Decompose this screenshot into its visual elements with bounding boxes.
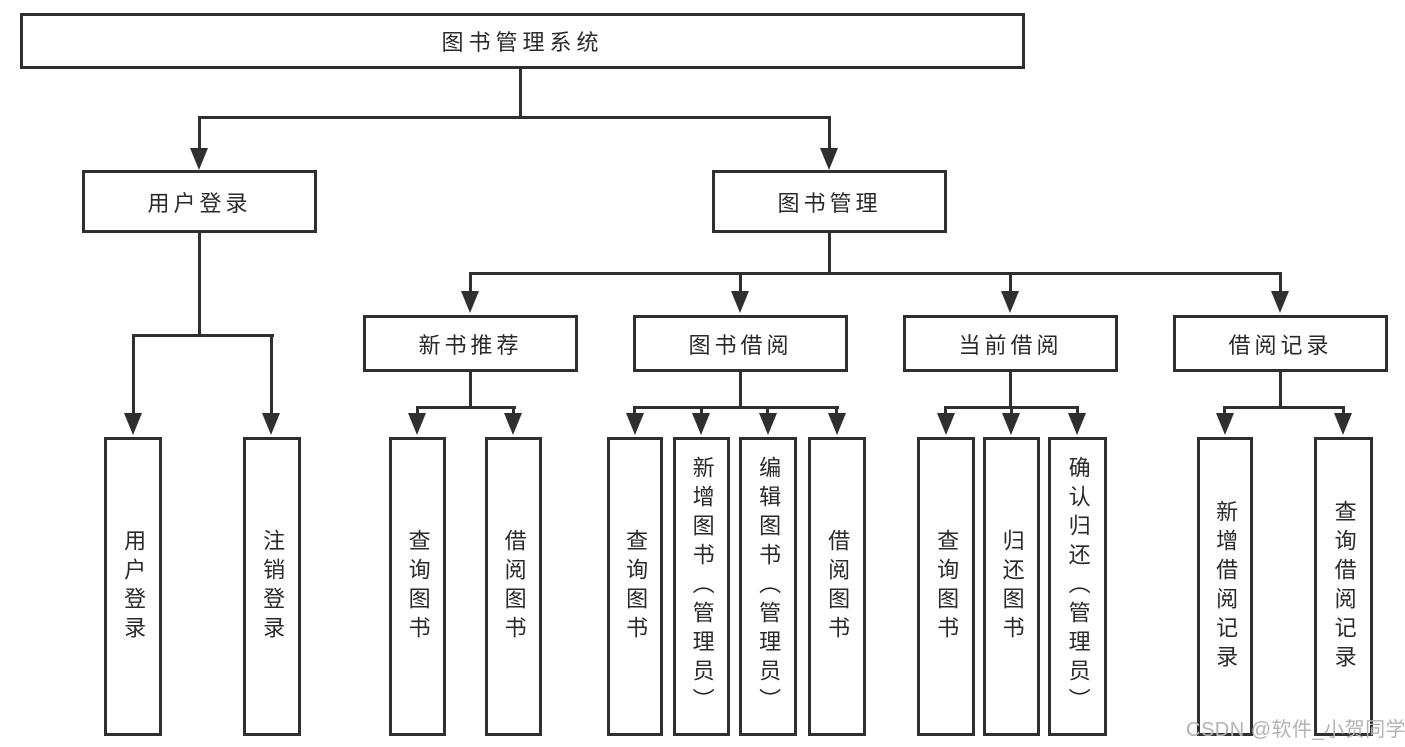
connector-line bbox=[633, 406, 636, 415]
connector-line bbox=[469, 272, 472, 293]
connector-line bbox=[198, 116, 831, 119]
arrow-down-icon bbox=[262, 413, 280, 435]
leaf-query-books-current: 查询图书 bbox=[917, 437, 975, 736]
connector-line bbox=[1279, 272, 1282, 293]
leaf-query-books-borrowing: 查询图书 bbox=[607, 437, 663, 736]
arrow-down-icon bbox=[124, 413, 142, 435]
leaf-user-login: 用户登录 bbox=[104, 437, 162, 736]
node-user-login: 用户登录 bbox=[82, 170, 317, 233]
arrow-down-icon bbox=[1216, 413, 1234, 435]
connector-line bbox=[700, 406, 703, 415]
connector-line bbox=[1342, 406, 1345, 415]
connector-line bbox=[416, 406, 516, 409]
leaf-label: 查询借阅记录 bbox=[1331, 499, 1357, 674]
connector-line bbox=[132, 334, 274, 337]
connector-line bbox=[198, 233, 201, 337]
node-book-management: 图书管理 bbox=[712, 170, 947, 233]
leaf-label: 新增借阅记录 bbox=[1213, 499, 1239, 674]
arrow-down-icon bbox=[1334, 413, 1352, 435]
arrow-down-icon bbox=[759, 413, 777, 435]
connector-line bbox=[633, 406, 839, 409]
connector-line bbox=[828, 233, 831, 275]
arrow-down-icon bbox=[626, 413, 644, 435]
connector-line bbox=[1076, 406, 1079, 415]
connector-line bbox=[132, 334, 135, 415]
arrow-down-icon bbox=[1002, 413, 1020, 435]
node-current-borrowing: 当前借阅 bbox=[903, 315, 1118, 372]
connector-line bbox=[1223, 406, 1345, 409]
leaf-label: 确认归还（管理员） bbox=[1065, 456, 1091, 717]
leaf-label: 注销登录 bbox=[260, 528, 286, 645]
leaf-confirm-return-admin: 确认归还（管理员） bbox=[1048, 437, 1107, 736]
leaf-edit-book-admin: 编辑图书（管理员） bbox=[739, 437, 797, 736]
connector-line bbox=[739, 272, 742, 293]
leaf-label: 借阅图书 bbox=[825, 528, 851, 645]
connector-line bbox=[469, 372, 472, 409]
leaf-query-borrow-record: 查询借阅记录 bbox=[1314, 437, 1373, 736]
connector-line bbox=[944, 406, 947, 415]
arrow-down-icon bbox=[731, 291, 749, 313]
arrow-down-icon bbox=[692, 413, 710, 435]
connector-line bbox=[1009, 372, 1012, 409]
node-root: 图书管理系统 bbox=[20, 13, 1025, 69]
arrow-down-icon bbox=[504, 413, 522, 435]
arrow-down-icon bbox=[1001, 291, 1019, 313]
leaf-label: 查询图书 bbox=[934, 528, 960, 645]
node-new-book-recommendation: 新书推荐 bbox=[363, 315, 578, 372]
leaf-label: 借阅图书 bbox=[501, 528, 527, 645]
connector-line bbox=[828, 116, 831, 149]
leaf-query-books-recommend: 查询图书 bbox=[389, 437, 446, 736]
leaf-label: 新增图书（管理员） bbox=[689, 456, 715, 717]
connector-line bbox=[519, 69, 522, 118]
connector-line bbox=[198, 116, 201, 149]
connector-line bbox=[416, 406, 419, 415]
arrow-down-icon bbox=[1271, 291, 1289, 313]
node-borrowing-records: 借阅记录 bbox=[1173, 315, 1388, 372]
connector-line bbox=[835, 406, 838, 415]
leaf-label: 归还图书 bbox=[999, 528, 1025, 645]
watermark: CSDN @软件_小贺同学 bbox=[1186, 719, 1405, 741]
arrow-down-icon bbox=[1068, 413, 1086, 435]
connector-line bbox=[469, 272, 1282, 275]
connector-line bbox=[1223, 406, 1226, 415]
leaf-logout: 注销登录 bbox=[243, 437, 301, 736]
connector-line bbox=[512, 406, 515, 415]
leaf-borrow-books-recommend: 借阅图书 bbox=[485, 437, 542, 736]
leaf-label: 用户登录 bbox=[121, 528, 147, 645]
node-book-borrowing: 图书借阅 bbox=[633, 315, 848, 372]
connector-line bbox=[1009, 272, 1012, 293]
arrow-down-icon bbox=[820, 148, 838, 170]
arrow-down-icon bbox=[190, 148, 208, 170]
leaf-add-book-admin: 新增图书（管理员） bbox=[673, 437, 730, 736]
arrow-down-icon bbox=[937, 413, 955, 435]
leaf-label: 查询图书 bbox=[623, 528, 649, 645]
leaf-borrow-books-borrowing: 借阅图书 bbox=[808, 437, 866, 736]
leaf-return-books: 归还图书 bbox=[983, 437, 1040, 736]
leaf-label: 查询图书 bbox=[405, 528, 431, 645]
connector-line bbox=[1279, 372, 1282, 409]
connector-line bbox=[766, 406, 769, 415]
leaf-add-borrow-record: 新增借阅记录 bbox=[1197, 437, 1253, 736]
connector-line bbox=[270, 334, 273, 415]
connector-line bbox=[739, 372, 742, 409]
arrow-down-icon bbox=[828, 413, 846, 435]
arrow-down-icon bbox=[461, 291, 479, 313]
arrow-down-icon bbox=[408, 413, 426, 435]
connector-line bbox=[1010, 406, 1013, 415]
leaf-label: 编辑图书（管理员） bbox=[756, 456, 782, 717]
